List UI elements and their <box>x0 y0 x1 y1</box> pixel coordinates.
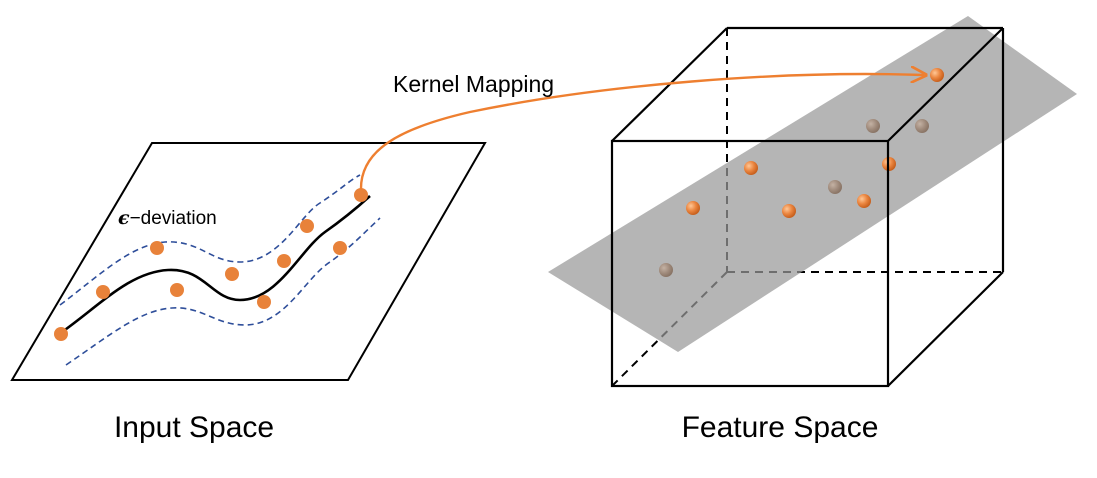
data-point <box>300 219 314 233</box>
feature-data-points-hidden <box>659 119 929 277</box>
data-point <box>54 327 68 341</box>
feature-point <box>915 119 929 133</box>
feature-point <box>828 180 842 194</box>
epsilon-symbol: ϵ <box>118 207 130 229</box>
feature-point <box>744 161 758 175</box>
feature-point <box>686 201 700 215</box>
data-point <box>277 254 291 268</box>
regression-curve <box>61 195 371 334</box>
feature-point <box>857 194 871 208</box>
epsilon-deviation-label: ϵ−deviation <box>118 207 217 229</box>
input-space-panel: ϵ−deviation Input Space <box>10 142 487 444</box>
kernel-mapping-label: Kernel Mapping <box>393 71 554 97</box>
feature-point <box>782 204 796 218</box>
data-point <box>96 285 110 299</box>
feature-space-panel: Feature Space <box>548 16 1077 444</box>
upper-margin-line <box>59 174 361 306</box>
kernel-mapping-arrow: Kernel Mapping <box>359 71 924 191</box>
input-space-plane <box>10 142 487 381</box>
data-point <box>333 241 347 255</box>
input-data-points <box>54 188 368 341</box>
data-point <box>354 188 368 202</box>
feature-point-mapped <box>930 68 944 82</box>
data-point <box>150 241 164 255</box>
feature-point <box>866 119 880 133</box>
mapping-arrow-path <box>359 74 924 191</box>
data-point <box>170 283 184 297</box>
data-point <box>225 267 239 281</box>
cube-front-face <box>610 139 890 388</box>
feature-hyperplane <box>548 16 1077 352</box>
deviation-text: −deviation <box>130 208 217 229</box>
feature-point <box>659 263 673 277</box>
feature-data-points <box>686 68 944 218</box>
data-point <box>257 295 271 309</box>
input-space-label: Input Space <box>114 411 274 444</box>
lower-margin-line <box>65 217 381 366</box>
feature-space-label: Feature Space <box>682 411 879 444</box>
